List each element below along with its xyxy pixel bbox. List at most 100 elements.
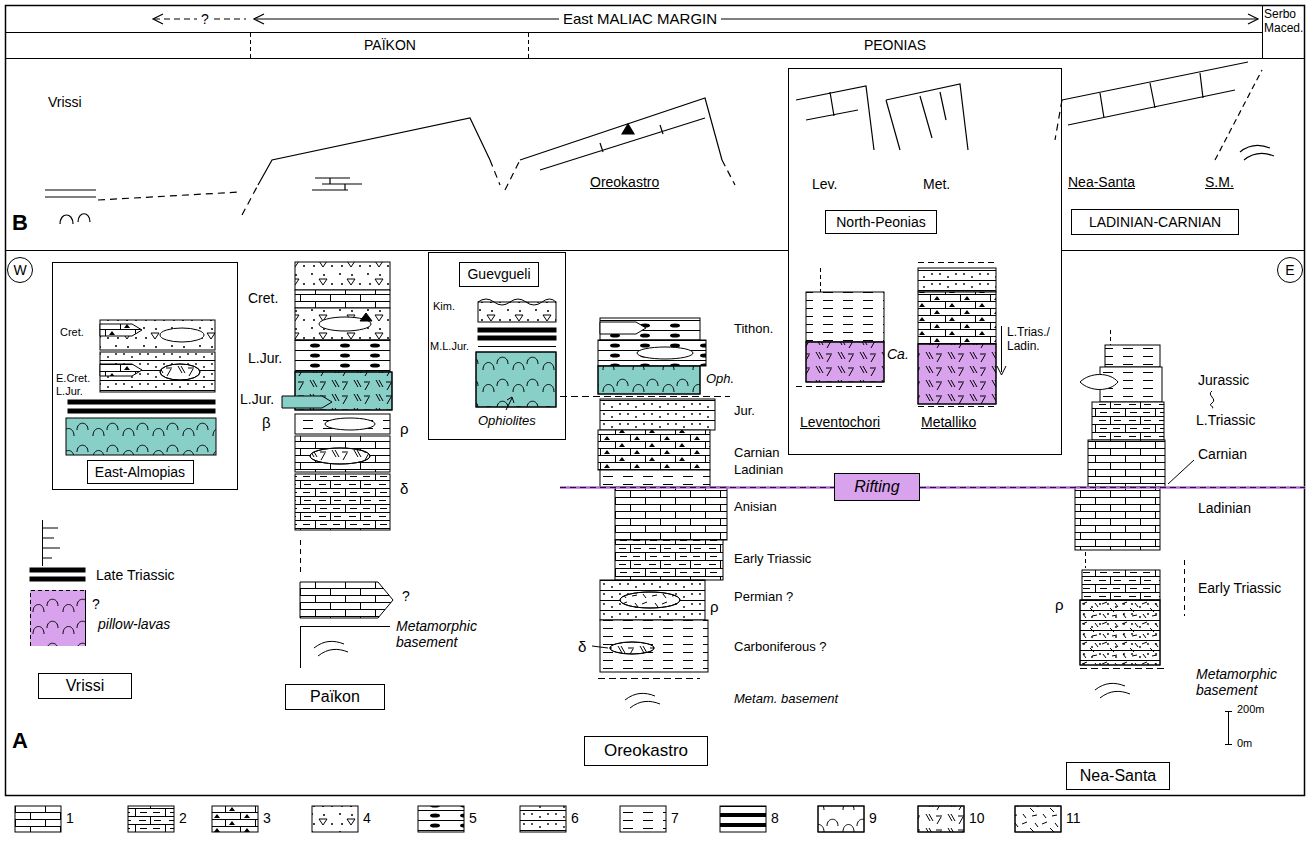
age-box: LADINIAN-CARNIAN [1071,209,1239,235]
annotation-label: L.Triassic [1196,412,1255,428]
oreokastro-column [620,592,680,608]
cross-section-sketch [520,98,722,170]
north-peonias-columns [997,326,1006,375]
east-almopias-column [66,320,216,455]
annotation-label: Oreokastro [590,174,659,190]
north-peonias-columns [820,268,821,292]
legend-swatches [818,806,864,832]
annotation-label: 0m [1237,737,1252,750]
inset-text: Kim. [433,300,455,313]
east-almopias-column [66,418,216,455]
event-box: Rifting [834,473,920,501]
legend-swatches [818,806,864,832]
inset-text: Ophiolites [478,414,536,429]
paikon-column [310,448,370,464]
nea-santa-column [1080,668,1165,669]
legend-swatches [418,806,464,832]
annotation-label: A [12,728,28,753]
inset-text: Cret. [60,326,84,339]
annotation-label: ρ [1055,596,1064,613]
legend-number: 8 [771,810,779,826]
guevgueli-column [506,397,514,410]
legend-number: 2 [179,810,187,826]
margin-extent-arrow [254,18,1258,19]
nea-santa-column [1088,440,1165,487]
guevgueli-column [478,346,556,347]
annotation-label: Metamorphic basement [396,618,496,650]
section-name-box: Vrissi [38,673,132,699]
annotation-label: δ [400,480,408,497]
oreokastro-column [615,540,723,580]
paikon-column [295,414,390,434]
annotation-label: β [262,414,271,431]
east-almopias-column [100,364,142,376]
region-name-box: North-Peonias [825,210,937,234]
cross-section-sketch [312,178,362,190]
paikon-column [300,582,393,618]
cross-section-sketch [45,62,1274,224]
cross-section-sketch [1062,62,1248,125]
annotation-label: Early Triassic [1198,580,1281,596]
legend-number: 7 [671,810,679,826]
east-almopias-column [160,328,204,342]
orientation-circle: E [1277,257,1303,283]
box-text: Guevgueli [467,266,530,282]
legend-number: 10 [969,810,985,826]
annotation-label: Jur. [734,404,755,419]
inset-text: Ca. [887,346,909,362]
annotation-label: Carnian [1198,446,1247,462]
cross-section-sketch [45,190,96,197]
legend-number: 4 [363,810,371,826]
annotation-label: ? [402,588,410,604]
inset-panel: Kim. M.L.Jur. Ophiolites Guevgueli [428,252,566,440]
figure-frame [5,5,1305,251]
legend-swatches [620,806,666,832]
figure-frame [5,5,1305,796]
vrissi-column [30,590,85,646]
oreokastro-column [560,396,730,397]
inset-text: M.L.Jur. [430,340,469,353]
guevgueli-column [476,299,556,410]
oreokastro-column [600,318,700,340]
paikon-column [295,262,390,290]
guevgueli-column [478,336,556,340]
inset-text: Met. [923,176,950,192]
annotation-label: pillow-lavas [98,616,170,632]
annotation-label: Metamorphic basement [1196,666,1304,698]
annotation-label: PEONIAS [864,37,926,53]
annotation-label: ρ [710,598,719,615]
annotation-label: Tithon. [734,322,773,337]
legend-swatches [1015,806,1061,832]
box-text: North-Peonias [836,214,926,230]
section-name-box: East-Almopias [87,460,194,484]
guevgueli-column [478,299,556,305]
box-text: Vrissi [66,677,105,695]
legend-swatches [1015,806,1061,832]
legend-swatches [520,806,566,832]
annotation-label: L.Jur. [240,391,274,407]
oreokastro-column [598,366,700,394]
annotation-label: ρ [400,420,409,437]
guevgueli-column [476,352,556,407]
north-peonias-columns [806,342,884,382]
legend-swatches [15,806,1061,832]
inset-text: Lev. [812,176,837,192]
vrissi-column [30,520,86,646]
inset-text: L.Trias./ Ladin. [1007,326,1059,354]
north-peonias-columns [806,342,884,382]
box-text: W [13,262,26,278]
legend-swatches [918,806,964,832]
oreokastro-column [560,318,730,708]
nea-santa-column [1210,391,1213,408]
paikon-column [300,626,390,668]
oreokastro-column [610,642,654,654]
legend-swatches [720,806,766,832]
annotation-label: ? [92,596,100,612]
vrissi-column [30,577,85,581]
nea-santa-column [1075,487,1160,550]
guevgueli-column [478,302,556,322]
east-almopias-column [160,364,200,380]
legend-number: 9 [869,810,877,826]
rifting-line [560,486,1305,489]
oreokastro-column [600,470,710,487]
